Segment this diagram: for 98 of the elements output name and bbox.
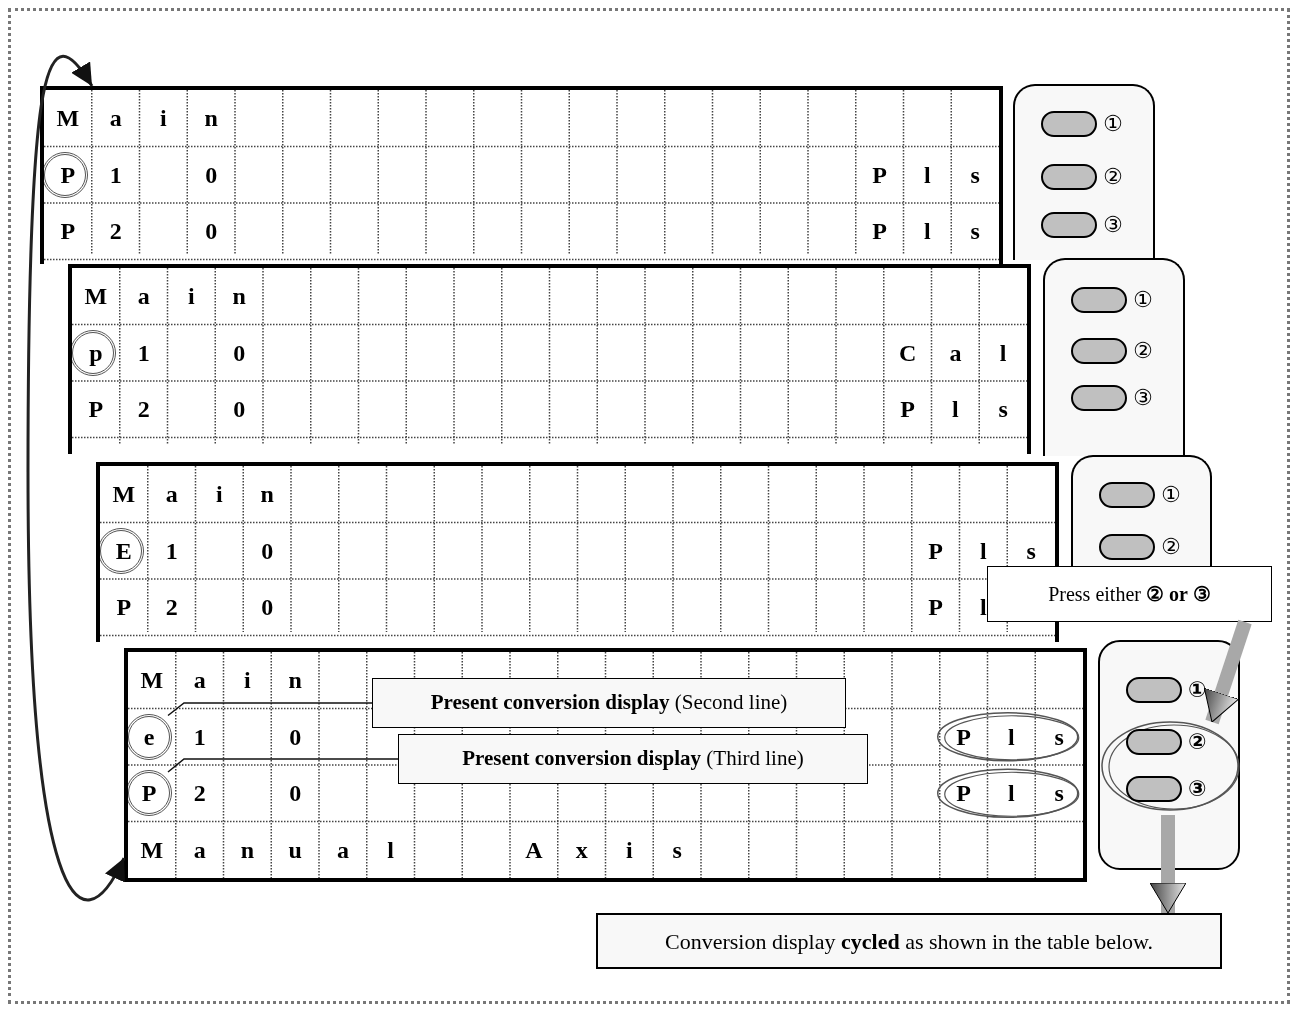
lcd-character: P	[115, 593, 133, 622]
lcd-character: n	[287, 666, 303, 695]
lcd-character: a	[335, 835, 350, 864]
lcd-character: s	[997, 395, 1009, 424]
lcd-character: l	[386, 835, 395, 864]
lcd-character: P	[955, 779, 972, 808]
lcd-character: l	[923, 217, 932, 246]
lcd-character: 1	[108, 160, 123, 189]
lcd-character: n	[203, 104, 219, 133]
lcd-character: l	[923, 160, 932, 189]
callout-box: Present conversion display (Third line)	[398, 734, 868, 784]
lcd-character: a	[164, 480, 179, 509]
button-number: ①	[1188, 679, 1207, 701]
lcd-character: 1	[136, 338, 151, 367]
lcd-character: 0	[288, 779, 303, 808]
button-panel	[1098, 640, 1240, 870]
lcd-character: a	[136, 282, 151, 311]
lcd-character: M	[139, 666, 164, 695]
lcd-character: i	[243, 666, 252, 695]
button-number: ③	[1133, 387, 1153, 409]
lcd-character: s	[1025, 536, 1037, 565]
lcd-character: n	[259, 480, 275, 509]
lcd-character: C	[897, 338, 918, 367]
lcd-character: s	[671, 835, 683, 864]
lcd-character: P	[871, 217, 888, 246]
lcd-character: 0	[260, 593, 275, 622]
lcd-character: i	[187, 282, 196, 311]
lcd-character: l	[1007, 779, 1016, 808]
lcd-character: P	[927, 536, 944, 565]
lcd-character: P	[955, 722, 972, 751]
button-number: ③	[1103, 214, 1123, 236]
lcd-character: P	[927, 593, 944, 622]
button-number: ①	[1161, 484, 1181, 506]
lcd-character: a	[108, 104, 123, 133]
lcd-character: 1	[192, 722, 207, 751]
button-number: ②	[1188, 731, 1207, 753]
lcd-character: l	[979, 536, 988, 565]
lcd-character: P	[59, 160, 77, 189]
lcd-screen	[40, 86, 1003, 264]
lcd-character: P	[87, 395, 105, 424]
lcd-character: P	[59, 217, 77, 246]
button-panel	[1043, 258, 1185, 456]
lcd-character: 0	[204, 217, 219, 246]
lcd-character: 1	[164, 536, 179, 565]
callout-box: Present conversion display (Second line)	[372, 678, 846, 728]
lcd-character: E	[114, 536, 133, 565]
lcd-character: u	[287, 835, 303, 864]
instruction-box: Conversion display cycled as shown in the table below.	[596, 913, 1222, 969]
lcd-character: a	[192, 666, 207, 695]
cycle-arrow	[26, 55, 126, 900]
lcd-character: p	[88, 338, 104, 367]
block-arrow	[1203, 619, 1252, 725]
lcd-character: n	[231, 282, 247, 311]
lcd-character: P	[899, 395, 916, 424]
button-number: ②	[1103, 166, 1123, 188]
lcd-character: M	[55, 104, 80, 133]
button-number: ②	[1161, 536, 1181, 558]
lcd-character: 0	[232, 395, 247, 424]
lcd-character: 0	[204, 160, 219, 189]
lcd-character: M	[83, 282, 108, 311]
lcd-character: 2	[136, 395, 151, 424]
lcd-character: n	[239, 835, 256, 864]
lcd-character: l	[979, 593, 988, 622]
lcd-character: 2	[164, 593, 179, 622]
lcd-character: P	[871, 160, 888, 189]
lcd-character: 2	[192, 779, 207, 808]
lcd-character: a	[192, 835, 207, 864]
button-number: ③	[1188, 778, 1207, 800]
lcd-character: l	[1007, 722, 1016, 751]
lcd-character: A	[524, 835, 544, 864]
lcd-character: s	[1053, 779, 1065, 808]
button-number: ①	[1103, 113, 1123, 135]
lcd-character: a	[948, 338, 963, 367]
lcd-character: s	[969, 217, 981, 246]
leader-line	[167, 758, 399, 773]
button-number: ①	[1133, 289, 1153, 311]
button-panel	[1071, 455, 1212, 566]
lcd-character: 0	[260, 536, 275, 565]
lcd-character: 0	[288, 722, 303, 751]
button-panel	[1013, 84, 1155, 260]
block-arrow	[1149, 815, 1187, 914]
lcd-character: l	[951, 395, 960, 424]
lcd-character: s	[969, 160, 981, 189]
lcd-character: M	[139, 835, 164, 864]
lcd-character: i	[625, 835, 634, 864]
lcd-character: 2	[108, 217, 123, 246]
lcd-character: x	[574, 835, 589, 864]
leader-line	[167, 702, 373, 717]
lcd-character: l	[998, 338, 1008, 367]
lcd-character: i	[159, 104, 168, 133]
lcd-character: 0	[232, 338, 247, 367]
lcd-screen	[124, 648, 1087, 882]
lcd-screen	[68, 264, 1031, 454]
lcd-character: M	[111, 480, 136, 509]
button-number: ②	[1133, 340, 1153, 362]
lcd-character: s	[1053, 722, 1065, 751]
instruction-tooltip: Press either ② or ③	[987, 566, 1272, 622]
lcd-character: i	[215, 480, 224, 509]
